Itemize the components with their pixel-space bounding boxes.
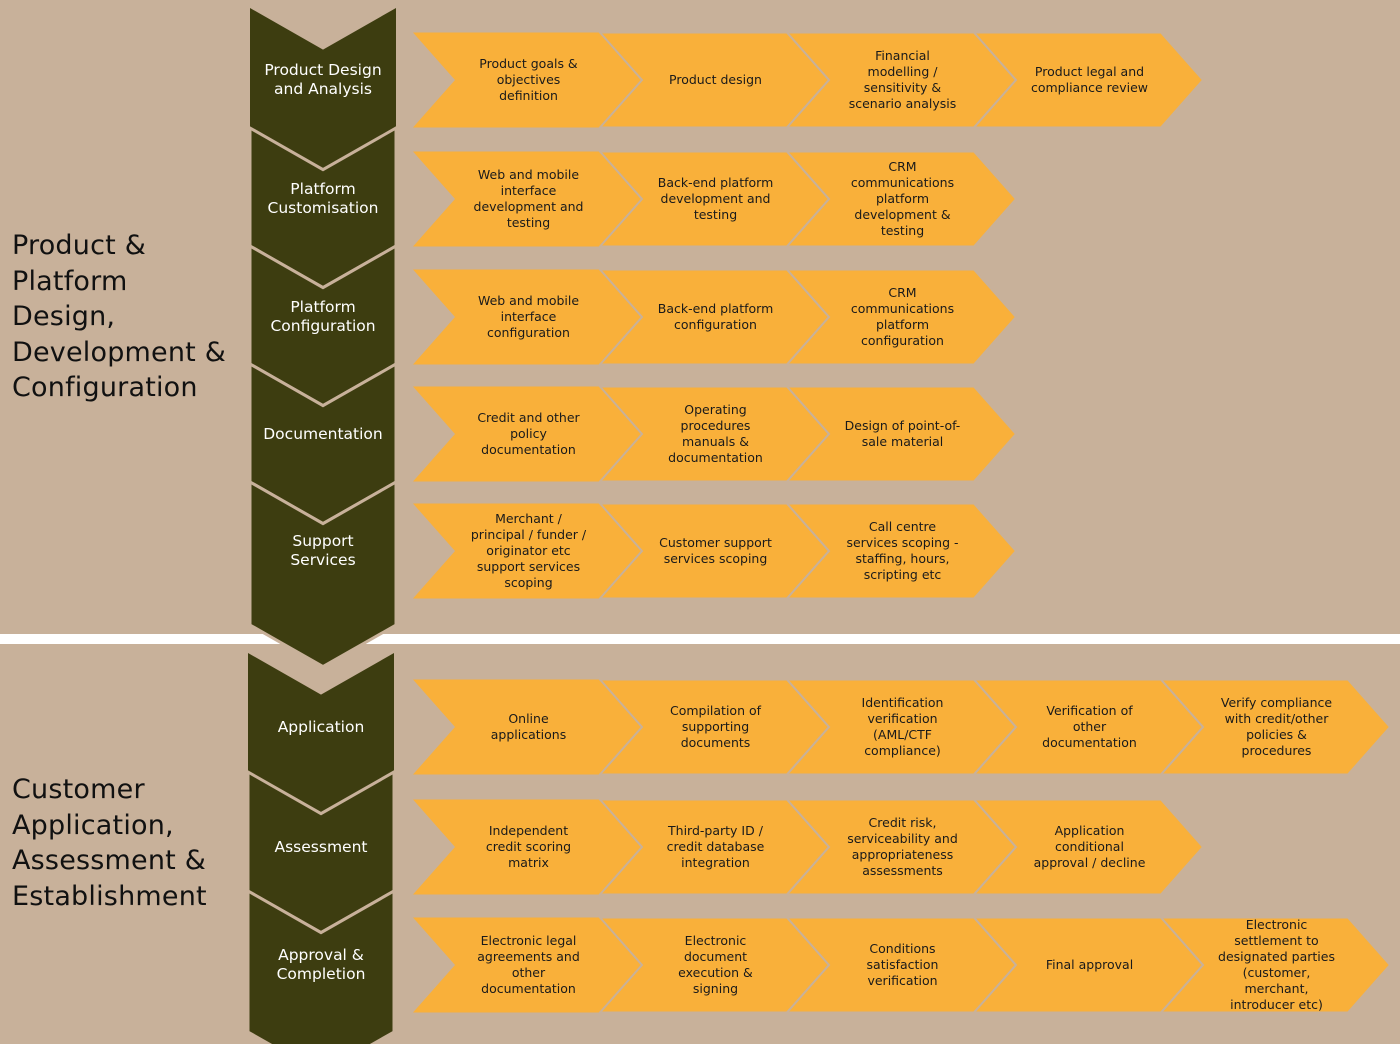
step-label: CRM communications platform configuratio… bbox=[850, 285, 955, 348]
phase-label: Assessment bbox=[274, 837, 368, 856]
step-label: Credit and other policy documentation bbox=[477, 410, 580, 457]
step-label: Web and mobile interface configuration bbox=[477, 293, 580, 340]
step-label: Back-end platform development and testin… bbox=[657, 175, 774, 222]
step-label: Back-end platform configuration bbox=[657, 301, 774, 332]
step-label: Third-party ID / credit database integra… bbox=[666, 823, 765, 870]
section-title: Customer Application, Assessment & Estab… bbox=[12, 774, 207, 912]
step-label: Financial modelling / sensitivity & scen… bbox=[848, 48, 957, 111]
step-label: Electronic document execution & signing bbox=[678, 933, 753, 996]
step-label: Verify compliance with credit/other poli… bbox=[1220, 695, 1333, 758]
step-label: Merchant / principal / funder / originat… bbox=[470, 511, 587, 590]
step-label: Identification verification (AML/CTF com… bbox=[861, 695, 944, 758]
phase-label: Support Services bbox=[290, 532, 356, 569]
phase-label: Product Design and Analysis bbox=[264, 61, 382, 98]
step-label: Application conditional approval / decli… bbox=[1033, 823, 1146, 870]
step-label: Conditions satisfaction verification bbox=[866, 941, 939, 988]
phase-label: Platform Configuration bbox=[270, 298, 376, 335]
section-title: Product & Platform Design, Development &… bbox=[12, 230, 226, 403]
step-label: Credit risk, serviceability and appropri… bbox=[847, 815, 958, 878]
phase-label: Documentation bbox=[263, 424, 383, 443]
step-label: Web and mobile interface development and… bbox=[473, 167, 584, 230]
step-label: Design of point-of- sale material bbox=[844, 418, 961, 449]
step-label: Verification of other documentation bbox=[1042, 703, 1137, 750]
step-label: Product goals & objectives definition bbox=[479, 56, 578, 103]
phase-label: Approval & Completion bbox=[276, 946, 366, 983]
step-label: Product design bbox=[669, 72, 762, 87]
step-label: Call centre services scoping - staffing,… bbox=[846, 519, 959, 582]
step-label: Online applications bbox=[490, 711, 567, 742]
step-label: Compilation of supporting documents bbox=[669, 703, 762, 750]
step-label: Product legal and compliance review bbox=[1030, 64, 1149, 95]
step-label: Electronic legal agreements and other do… bbox=[477, 933, 580, 996]
step-label: Customer support services scoping bbox=[659, 535, 772, 566]
phase-label: Application bbox=[277, 717, 365, 736]
step-label: Electronic settlement to designated part… bbox=[1218, 917, 1335, 1012]
step-label: Operating procedures manuals & documenta… bbox=[668, 402, 763, 465]
step-label: Independent credit scoring matrix bbox=[485, 823, 572, 870]
phase-label: Platform Customisation bbox=[267, 180, 379, 217]
step-label: CRM communications platform development … bbox=[850, 159, 955, 238]
step-label: Final approval bbox=[1045, 957, 1134, 972]
